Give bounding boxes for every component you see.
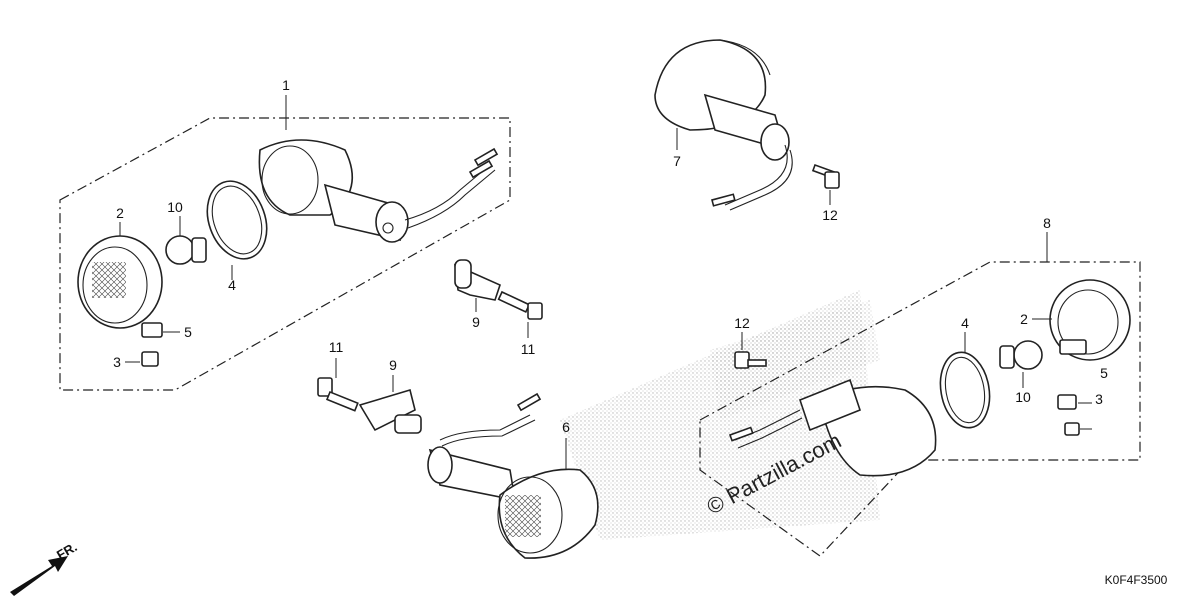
callout-6: 6: [562, 419, 570, 435]
nut-right: [1057, 394, 1077, 410]
callouts: 1 2 10 4 5 3 9 11 7 12 8 4 2 12 5 10 3 1…: [113, 77, 1108, 435]
assembly-6: [427, 392, 599, 559]
callout-11-lower: 11: [329, 339, 344, 355]
callout-12-top: 12: [822, 207, 838, 223]
assembly-8-outline: [699, 261, 1141, 557]
bulb-left: [165, 235, 207, 265]
assembly-7: [654, 39, 793, 211]
callout-9-lower: 9: [389, 357, 397, 373]
bracket-lower: [358, 388, 422, 434]
lens-left: [77, 235, 163, 329]
bolt-upper: [497, 290, 543, 320]
callout-2-left: 2: [116, 205, 124, 221]
ring-right: [939, 351, 991, 429]
callout-10-right: 10: [1015, 389, 1031, 405]
bracket-upper: [454, 259, 501, 301]
callout-2-right: 2: [1020, 311, 1028, 327]
callout-1: 1: [282, 77, 290, 93]
assembly-8-group: [699, 232, 1141, 557]
callout-3-left: 3: [113, 354, 121, 370]
bulb-right: [999, 340, 1043, 370]
callout-7: 7: [673, 153, 681, 169]
callout-3-right: 3: [1095, 391, 1103, 407]
callout-8: 8: [1043, 215, 1051, 231]
callout-5-right: 5: [1100, 365, 1108, 381]
callout-4-right: 4: [961, 315, 969, 331]
diagram-code: K0F4F3500: [1105, 573, 1168, 587]
callout-10-left: 10: [167, 199, 183, 215]
housing-left: [258, 139, 499, 243]
front-arrow-icon: [10, 556, 68, 596]
bolt-lower: [317, 377, 359, 412]
nut-left: [141, 322, 163, 338]
bolt-12-lower: [734, 351, 767, 369]
callout-12-lower: 12: [734, 315, 750, 331]
callout-4-left: 4: [228, 277, 236, 293]
lens-right: [1049, 279, 1131, 361]
callout-5-left: 5: [184, 324, 192, 340]
screw-right: [1064, 422, 1080, 436]
ring-left: [206, 180, 268, 260]
bolt-12-top: [811, 163, 840, 189]
callout-11-upper: 11: [521, 341, 536, 357]
callout-9-upper: 9: [472, 314, 480, 330]
screw-left: [141, 351, 159, 367]
stipple-shading: [560, 290, 880, 540]
assembly-1-group: [59, 95, 511, 391]
